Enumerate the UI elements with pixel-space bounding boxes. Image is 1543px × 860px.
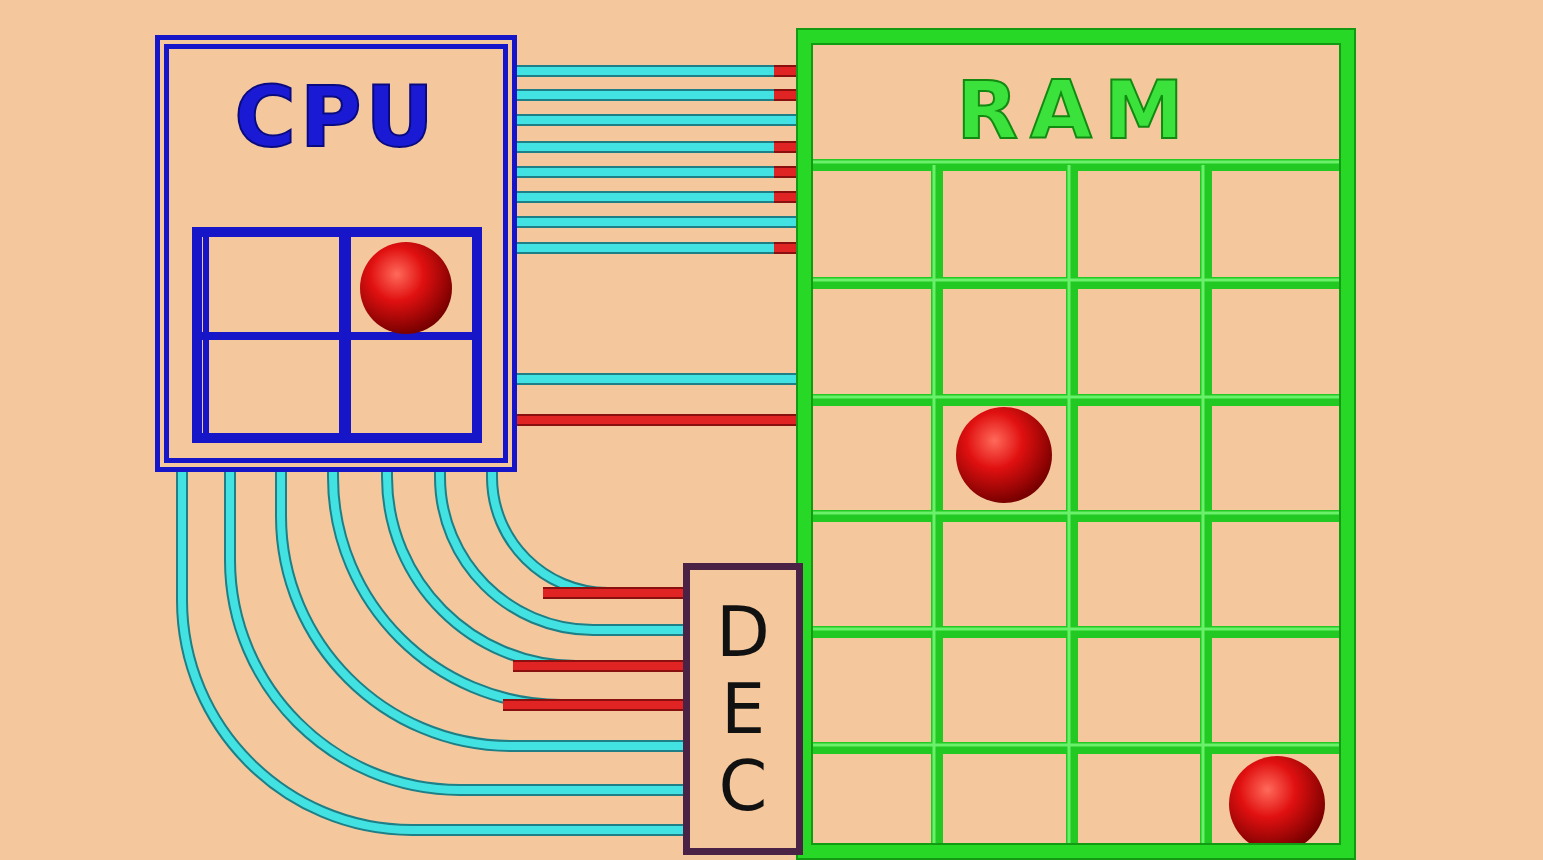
bus-wire bbox=[182, 472, 683, 830]
memory-grid bbox=[806, 162, 1346, 852]
wire-stroke bbox=[517, 216, 798, 228]
wire-stroke bbox=[281, 472, 683, 746]
wire-stroke bbox=[774, 168, 798, 176]
wire-stroke bbox=[543, 587, 683, 599]
wire-stroke bbox=[517, 89, 798, 101]
wire-stroke bbox=[182, 472, 683, 830]
wire-stroke bbox=[774, 166, 798, 178]
wire-stroke bbox=[774, 89, 798, 101]
wire-stroke bbox=[774, 141, 798, 153]
wire-stroke bbox=[517, 242, 798, 254]
wire-stroke bbox=[492, 472, 683, 593]
wire-stroke bbox=[333, 472, 683, 705]
wire-stroke bbox=[517, 91, 798, 99]
wire-stroke bbox=[517, 414, 798, 426]
data-ball bbox=[360, 242, 452, 334]
wire-stroke bbox=[440, 472, 683, 630]
decoder-box: DEC bbox=[683, 563, 803, 855]
wire-stroke bbox=[517, 143, 798, 151]
wire-stroke bbox=[517, 218, 798, 226]
decoder-label: DEC bbox=[708, 594, 778, 825]
wire-stroke bbox=[517, 191, 798, 203]
wire-stroke bbox=[387, 472, 683, 666]
cpu-box: CPU bbox=[155, 35, 517, 472]
wire-stroke bbox=[517, 416, 798, 424]
wire-stroke bbox=[182, 472, 683, 830]
bus-wire bbox=[517, 120, 798, 121]
bus-wire bbox=[517, 222, 798, 223]
wire-stroke bbox=[517, 416, 798, 424]
wire-stroke bbox=[774, 191, 798, 203]
wire-stroke bbox=[517, 166, 798, 178]
wire-stroke bbox=[440, 472, 683, 630]
wire-stroke bbox=[230, 472, 683, 790]
wire-stroke bbox=[513, 660, 683, 672]
bus-wire bbox=[387, 472, 683, 666]
wire-stroke bbox=[774, 67, 798, 75]
ram-box: RAM bbox=[798, 30, 1354, 858]
wire-stroke bbox=[503, 699, 683, 711]
bus-wire bbox=[230, 472, 683, 790]
wire-stroke bbox=[774, 91, 798, 99]
register-grid bbox=[197, 232, 477, 438]
wire-stroke bbox=[774, 193, 798, 201]
component-label: RAM bbox=[956, 71, 1195, 151]
bus-wire bbox=[517, 147, 798, 148]
wire-stroke bbox=[517, 67, 798, 75]
bus-wire bbox=[517, 95, 798, 96]
bus-wire bbox=[517, 197, 798, 198]
wire-stroke bbox=[492, 472, 683, 593]
wire-stroke bbox=[543, 589, 683, 597]
wire-stroke bbox=[503, 701, 683, 709]
wire-stroke bbox=[517, 244, 798, 252]
wire-stroke bbox=[387, 472, 683, 666]
wire-stroke bbox=[517, 141, 798, 153]
bus-wire bbox=[281, 472, 683, 746]
bus-wire bbox=[517, 248, 798, 249]
wire-stroke bbox=[517, 193, 798, 201]
wire-stroke bbox=[517, 116, 798, 124]
bus-wire bbox=[517, 172, 798, 173]
bus-wire bbox=[517, 420, 798, 421]
wire-stroke bbox=[517, 375, 798, 383]
wire-stroke bbox=[513, 662, 683, 670]
wire-stroke bbox=[774, 143, 798, 151]
bus-wire bbox=[440, 472, 683, 630]
wire-stroke bbox=[281, 472, 683, 746]
bus-wire bbox=[517, 379, 798, 380]
component-label: CPU bbox=[234, 75, 437, 159]
wire-stroke bbox=[230, 472, 683, 790]
wire-stroke bbox=[517, 65, 798, 77]
bus-wire bbox=[517, 71, 798, 72]
wire-stroke bbox=[774, 244, 798, 252]
wire-stroke bbox=[774, 242, 798, 254]
wire-stroke bbox=[774, 65, 798, 77]
wire-stroke bbox=[517, 114, 798, 126]
wire-stroke bbox=[333, 472, 683, 705]
data-ball bbox=[1229, 756, 1325, 852]
data-ball bbox=[956, 407, 1052, 503]
bus-wire bbox=[333, 472, 683, 705]
bus-wire bbox=[492, 472, 683, 593]
wire-stroke bbox=[517, 168, 798, 176]
wire-stroke bbox=[517, 373, 798, 385]
wire-stroke bbox=[517, 414, 798, 426]
